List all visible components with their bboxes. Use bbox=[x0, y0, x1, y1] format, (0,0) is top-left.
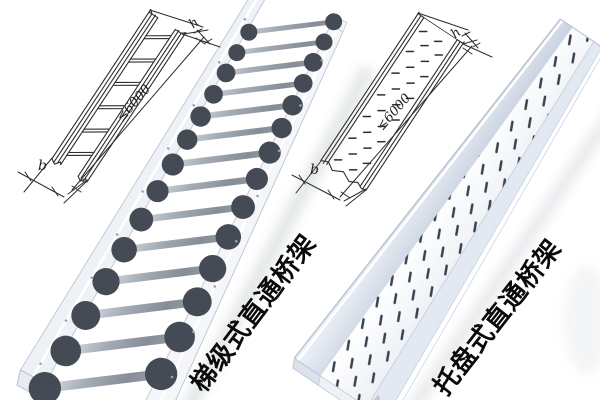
ladder-height-dimension bbox=[149, 9, 221, 48]
ladder-drawing-width-label: b bbox=[38, 158, 47, 174]
background-shading bbox=[564, 265, 600, 375]
perforated-tray-line-drawing bbox=[291, 11, 493, 207]
ladder-tray-photo bbox=[16, 0, 377, 400]
perforated-tray-photo bbox=[292, 18, 600, 400]
tray-floor-perforations bbox=[320, 27, 594, 400]
tray-length-dimension bbox=[339, 39, 478, 202]
ladder-photo-shadow bbox=[155, 64, 377, 400]
tray-drawing-perforations bbox=[333, 30, 444, 171]
tray-far-end bbox=[560, 18, 600, 48]
tray-width-dimension bbox=[291, 160, 367, 207]
tray-height-dimension bbox=[417, 12, 493, 58]
ladder-width-dimension bbox=[17, 157, 88, 204]
ladder-drawing-rungs bbox=[66, 35, 172, 156]
ladder-line-drawing bbox=[17, 8, 221, 204]
ladder-rungs bbox=[28, 13, 343, 400]
ladder-rail-rivets bbox=[39, 18, 324, 379]
tray-right-flange bbox=[384, 46, 600, 400]
tray-drawing-width-label: b bbox=[310, 162, 319, 178]
tray-end-face-floor bbox=[318, 375, 368, 400]
tray-photo-shadow bbox=[390, 72, 600, 400]
